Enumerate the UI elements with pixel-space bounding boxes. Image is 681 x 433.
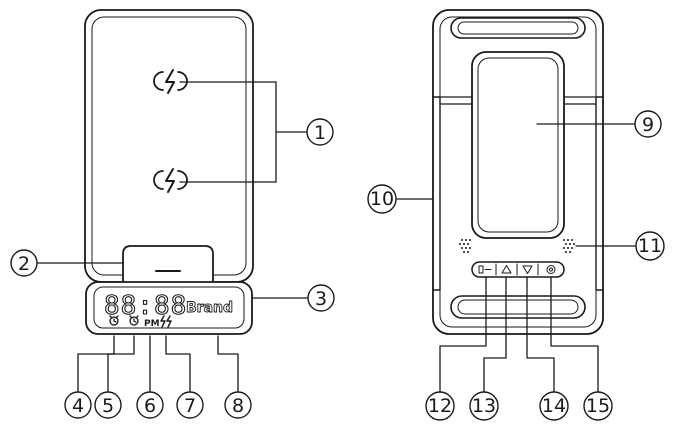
svg-text:2: 2 [18, 253, 30, 275]
brand-label: Brand [186, 300, 233, 316]
double-bolt-icon [160, 315, 172, 328]
svg-text:9: 9 [642, 114, 654, 136]
callout-14: 14 [539, 391, 569, 421]
callout-2: 2 [10, 249, 38, 277]
svg-text:3: 3 [315, 288, 327, 310]
callout-10: 10 [367, 184, 397, 214]
charging-bolt-icon [153, 168, 188, 193]
back-view [395, 9, 637, 393]
front-charging-pad [84, 9, 254, 283]
front-base-inner [93, 286, 245, 329]
alarm-clock-icon [129, 315, 139, 326]
svg-text:8: 8 [232, 395, 244, 417]
button-strip [471, 261, 565, 278]
callout-6: 6 [136, 391, 164, 419]
bottom-handle-slot-inner [457, 299, 579, 315]
settings-button-icon[interactable] [546, 265, 556, 274]
svg-text:7: 7 [184, 395, 196, 417]
front-charging-pad-inner [91, 16, 247, 276]
front-leader-lines [37, 81, 308, 393]
kickstand-panel [471, 51, 565, 239]
callout-4: 4 [64, 391, 92, 419]
charging-bolt-icon [153, 69, 188, 94]
speaker-grille-right [563, 239, 575, 253]
svg-text:14: 14 [542, 395, 566, 417]
callout-8: 8 [224, 391, 252, 419]
callout-12: 12 [425, 391, 455, 421]
callout-9: 9 [634, 110, 662, 138]
svg-text:6: 6 [144, 395, 156, 417]
display-digits: 88:88 [104, 291, 187, 321]
bottom-handle-slot [450, 295, 586, 319]
front-view: 88:88 Brand PM [37, 9, 308, 393]
callout-7: 7 [176, 391, 204, 419]
top-handle-slot-inner [457, 21, 579, 35]
svg-text:12: 12 [428, 395, 452, 417]
up-button-icon[interactable] [501, 265, 512, 274]
callout-5: 5 [94, 391, 122, 419]
down-button-icon[interactable] [522, 265, 533, 274]
svg-text:4: 4 [72, 395, 84, 417]
svg-text:5: 5 [102, 395, 114, 417]
callout-11: 11 [635, 231, 665, 261]
alarm-clock-icon [109, 315, 119, 326]
svg-text:11: 11 [638, 235, 662, 257]
kickstand-frame [432, 96, 441, 291]
back-leader-lines [395, 123, 637, 393]
front-base [85, 281, 253, 335]
pm-indicator: PM [144, 319, 160, 329]
callout-13: 13 [469, 391, 499, 421]
back-body [432, 9, 604, 335]
top-handle-slot [450, 17, 586, 39]
phone-holder-tab [122, 245, 214, 283]
callout-15: 15 [583, 391, 613, 421]
svg-text:15: 15 [586, 395, 610, 417]
svg-text:10: 10 [370, 188, 394, 210]
svg-text:1: 1 [314, 122, 326, 144]
mode-button-icon[interactable] [478, 265, 492, 274]
callout-3: 3 [307, 284, 335, 312]
speaker-grille-left [459, 239, 471, 253]
svg-text:13: 13 [472, 395, 496, 417]
kickstand-panel-inner [477, 57, 559, 233]
callout-1: 1 [306, 118, 334, 146]
